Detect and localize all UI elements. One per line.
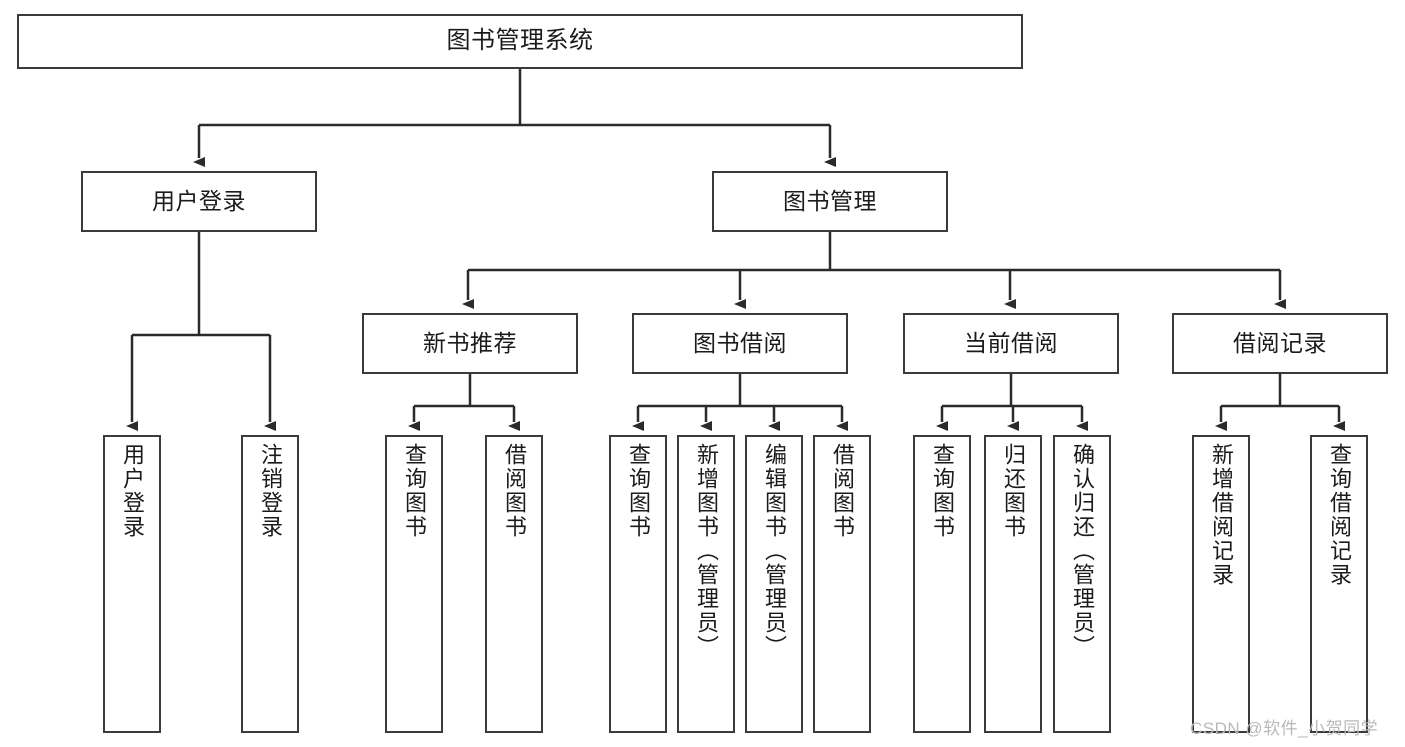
node-leaf-return-book-label: 归还图书 bbox=[1001, 443, 1026, 539]
node-leaf-borrow-book-2-label: 借阅图书 bbox=[830, 443, 855, 539]
node-leaf-confirm-return-label: 确认归还（管理员） bbox=[1070, 443, 1095, 659]
node-leaf-borrow-book-1[interactable]: 借阅图书 bbox=[485, 435, 543, 733]
node-leaf-borrow-book-2[interactable]: 借阅图书 bbox=[813, 435, 871, 733]
node-leaf-user-logout[interactable]: 注销登录 bbox=[241, 435, 299, 733]
node-leaf-query-book-3[interactable]: 查询图书 bbox=[913, 435, 971, 733]
watermark: CSDN @软件_小贺同学 bbox=[1190, 719, 1379, 738]
node-leaf-user-login[interactable]: 用户登录 bbox=[103, 435, 161, 733]
node-book-borrow[interactable]: 图书借阅 bbox=[632, 313, 848, 374]
node-leaf-return-book[interactable]: 归还图书 bbox=[984, 435, 1042, 733]
node-root[interactable]: 图书管理系统 bbox=[17, 14, 1023, 69]
node-borrow-record[interactable]: 借阅记录 bbox=[1172, 313, 1388, 374]
node-leaf-edit-book-label: 编辑图书（管理员） bbox=[762, 443, 787, 659]
node-leaf-add-book-label: 新增图书（管理员） bbox=[694, 443, 719, 659]
node-book-borrow-label: 图书借阅 bbox=[693, 329, 787, 356]
node-leaf-user-login-label: 用户登录 bbox=[120, 443, 145, 539]
node-leaf-add-book[interactable]: 新增图书（管理员） bbox=[677, 435, 735, 733]
node-book-manage-label: 图书管理 bbox=[783, 187, 877, 214]
node-new-book-recommend[interactable]: 新书推荐 bbox=[362, 313, 578, 374]
node-leaf-edit-book[interactable]: 编辑图书（管理员） bbox=[745, 435, 803, 733]
node-leaf-add-record[interactable]: 新增借阅记录 bbox=[1192, 435, 1250, 733]
node-leaf-query-book-2-label: 查询图书 bbox=[626, 443, 651, 539]
node-borrow-record-label: 借阅记录 bbox=[1233, 329, 1327, 356]
node-leaf-query-book-2[interactable]: 查询图书 bbox=[609, 435, 667, 733]
node-current-borrow[interactable]: 当前借阅 bbox=[903, 313, 1119, 374]
node-user-login[interactable]: 用户登录 bbox=[81, 171, 317, 232]
node-new-book-recommend-label: 新书推荐 bbox=[423, 329, 517, 356]
node-book-manage[interactable]: 图书管理 bbox=[712, 171, 948, 232]
node-leaf-query-record[interactable]: 查询借阅记录 bbox=[1310, 435, 1368, 733]
node-leaf-confirm-return[interactable]: 确认归还（管理员） bbox=[1053, 435, 1111, 733]
node-user-login-label: 用户登录 bbox=[152, 187, 246, 214]
node-leaf-query-book-1-label: 查询图书 bbox=[402, 443, 427, 539]
node-current-borrow-label: 当前借阅 bbox=[964, 329, 1058, 356]
node-leaf-query-book-3-label: 查询图书 bbox=[930, 443, 955, 539]
node-leaf-borrow-book-1-label: 借阅图书 bbox=[502, 443, 527, 539]
node-leaf-query-record-label: 查询借阅记录 bbox=[1327, 443, 1352, 587]
node-leaf-add-record-label: 新增借阅记录 bbox=[1209, 443, 1234, 587]
node-leaf-query-book-1[interactable]: 查询图书 bbox=[385, 435, 443, 733]
node-root-label: 图书管理系统 bbox=[446, 27, 594, 55]
node-leaf-user-logout-label: 注销登录 bbox=[258, 443, 283, 539]
